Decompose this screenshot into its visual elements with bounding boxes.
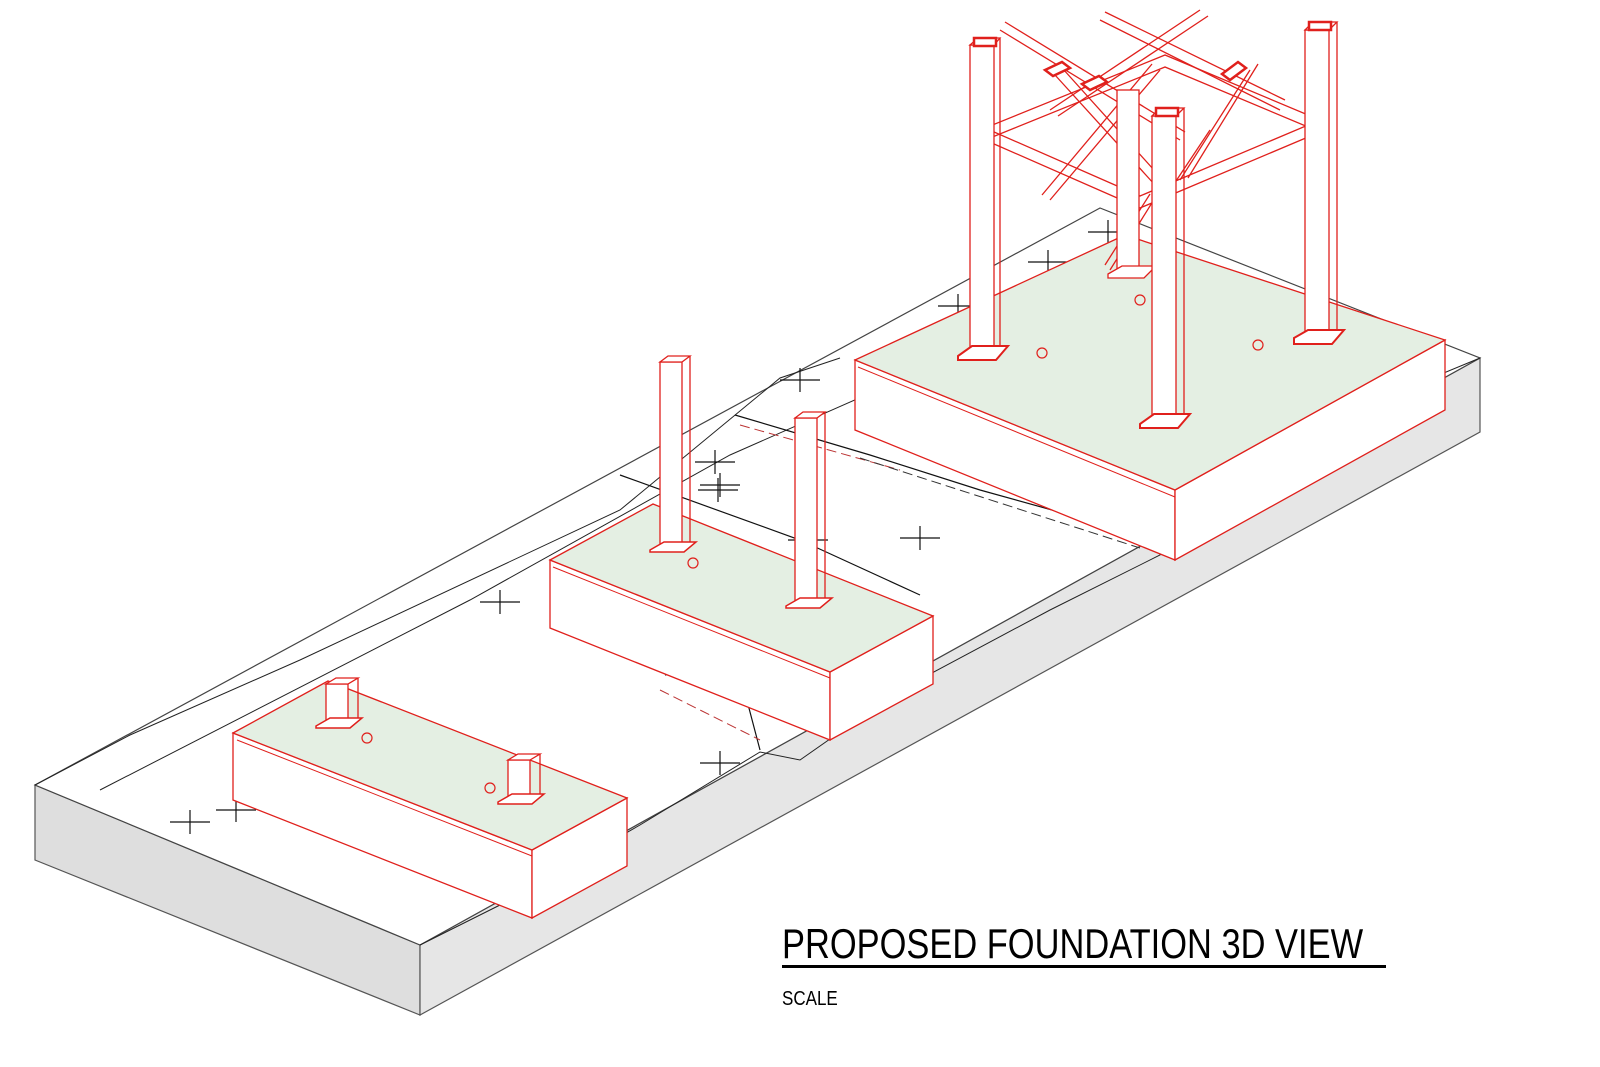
survey-cross-marker xyxy=(170,810,210,834)
bolt-hole xyxy=(361,732,373,744)
chamfer-line xyxy=(236,739,533,857)
hidden-line xyxy=(859,457,1141,549)
short-post xyxy=(497,753,547,805)
survey-cross-marker xyxy=(695,450,735,474)
anchor-bolt-plate xyxy=(315,717,365,729)
tower-footing-top xyxy=(853,234,1447,491)
survey-cross-marker xyxy=(698,478,738,502)
survey-cross-marker xyxy=(700,473,740,497)
survey-cross-marker xyxy=(700,751,740,775)
tower-leg-back xyxy=(1107,89,1158,279)
anchor-bolt-plate xyxy=(1293,329,1347,345)
chamfer-line xyxy=(552,566,831,679)
survey-cross-marker xyxy=(480,590,520,614)
survey-cross-marker xyxy=(900,526,940,550)
bolt-hole xyxy=(1252,339,1264,351)
hidden-line xyxy=(739,424,901,471)
anchor-bolt-plate xyxy=(497,793,547,805)
survey-cross-marker xyxy=(216,798,256,822)
tower-footing xyxy=(853,234,1447,562)
tall-post xyxy=(785,411,835,609)
drawing-title: PROPOSED FOUNDATION 3D VIEW xyxy=(782,920,1364,967)
anchor-bolt-plate xyxy=(785,597,835,609)
anchor-bolt-plate xyxy=(649,541,699,553)
short-post xyxy=(315,677,365,729)
anchor-bolt-plate xyxy=(1107,265,1158,279)
bolt-hole xyxy=(1134,294,1146,306)
medium-footing xyxy=(548,355,935,742)
title-underline xyxy=(782,965,1386,968)
tower-leg-right xyxy=(1293,21,1347,345)
chamfer-line xyxy=(857,366,1176,498)
anchor-bolt-plate xyxy=(957,345,1011,361)
bolt-hole xyxy=(1036,347,1048,359)
hidden-line xyxy=(659,689,761,741)
bolt-hole xyxy=(484,782,496,794)
tower-lattice xyxy=(957,9,1347,429)
small-footing xyxy=(231,677,629,920)
terrain-line xyxy=(34,357,841,786)
bolt-hole xyxy=(687,557,699,569)
survey-cross-marker xyxy=(780,368,820,392)
anchor-bolt-plate xyxy=(1139,413,1193,429)
medium-footing-top xyxy=(548,503,935,673)
scale-label: SCALE xyxy=(782,988,838,1010)
tall-post xyxy=(649,355,699,553)
